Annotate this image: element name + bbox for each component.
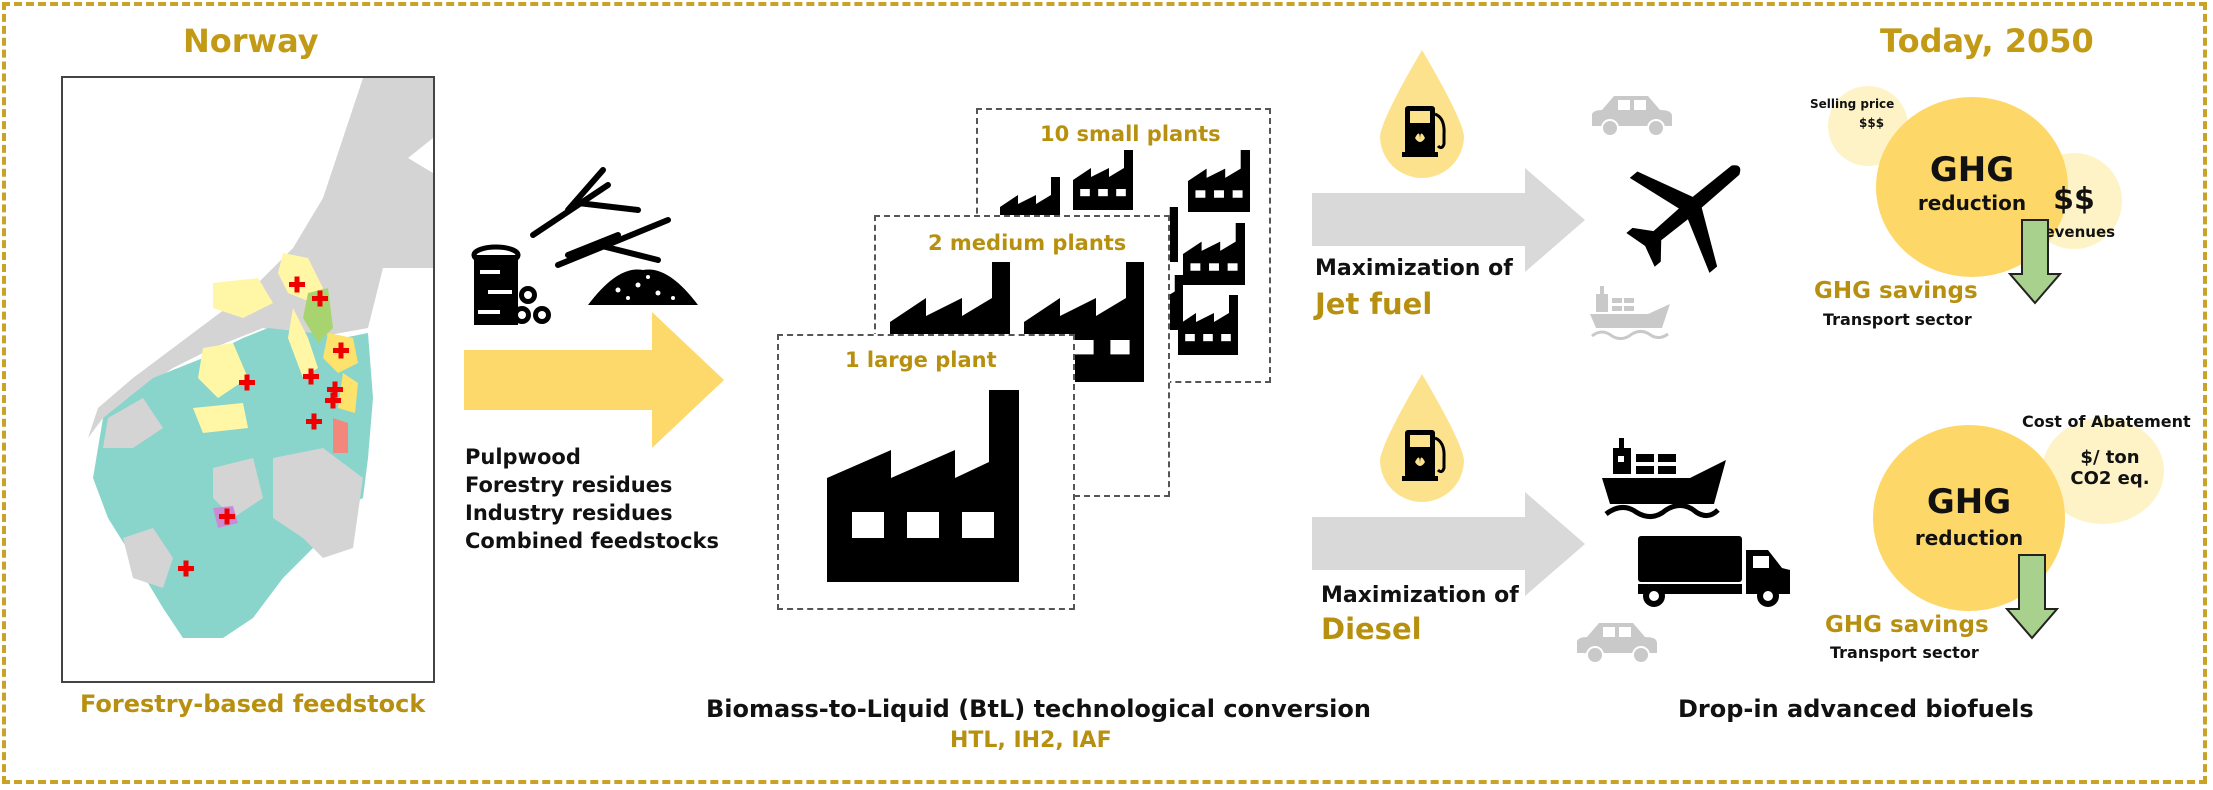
map-gray-patch [213,458,263,518]
map-yellow-region [278,253,323,303]
location-marker-icon [239,374,255,391]
location-marker-icon [325,392,341,409]
location-marker-icon [289,276,305,293]
branches-icon [530,167,671,268]
fuel-pump-icon [1402,430,1446,481]
feedstock-type: Pulpwood [465,445,581,469]
location-marker-icon [303,368,319,385]
map-gray-patch [103,398,163,448]
scenario-label: 1 large plant [845,348,997,372]
map-yellow-region [193,403,248,433]
factory-icon [1073,150,1133,210]
horizon-title: Today, 2050 [1880,22,2094,60]
feedstock-list: Pulpwood Forestry residues Industry resi… [465,443,719,555]
feedstock-arrow [464,312,724,448]
car-icon [1577,623,1657,664]
diesel-max-prefix: Maximization of [1321,583,1519,608]
location-marker-icon [312,290,328,307]
ghg-subtitle-jet: reduction [1917,191,2027,215]
cost-abatement-unit-1: $/ ton [2080,447,2140,468]
norway-map [61,76,435,683]
scenario-large-plant: 1 large plant [777,334,1075,610]
selling-price-value: $$$ [1859,116,1885,130]
truck-icon [1638,536,1790,607]
factory-icon [1178,295,1238,355]
ship-icon [1602,438,1726,519]
ghg-title-jet: GHG [1929,150,2015,190]
map-gray-patch [123,528,173,588]
factory-icon [1188,150,1250,212]
norway-map-graphic [88,78,433,638]
transport-sector-jet: Transport sector [1823,310,1972,329]
location-marker-icon [219,508,235,525]
scenario-label: 2 medium plants [928,231,1127,255]
jet-max-prefix: Maximization of [1315,256,1513,281]
biofuel-drop-icon [1380,374,1464,502]
ghg-subtitle-diesel: reduction [1914,526,2024,550]
transport-sector-diesel: Transport sector [1830,643,1979,662]
location-marker-icon [327,381,343,398]
wood-chips-pile-icon [588,269,698,305]
ghg-savings-diesel: GHG savings [1825,612,1989,638]
cost-abatement-title: Cost of Abatement [2022,412,2191,431]
feedstock-type: Industry residues [465,501,673,525]
cost-abatement-unit-2: CO2 eq. [2070,468,2150,489]
airplane-icon [1626,165,1741,273]
feedstock-type: Forestry residues [465,473,673,497]
location-marker-icon [178,560,194,577]
feedstock-icons [471,167,698,325]
jet-pathway-arrow [1312,168,1585,272]
car-icon [1592,96,1672,137]
down-arrow-icon [2005,554,2059,640]
factory-icon [1183,223,1245,285]
ghg-title-diesel: GHG [1926,482,2012,522]
logs-icon [471,244,551,325]
revenues-value: $$ [2053,182,2095,217]
conversion-caption: Biomass-to-Liquid (BtL) technological co… [706,695,1371,723]
fuel-pump-icon [1402,106,1446,157]
location-marker-icon [333,342,349,359]
down-arrow-icon [2008,219,2062,305]
diesel-pathway-arrow [1312,492,1585,596]
revenues-label: Revenues [2032,223,2116,241]
map-gray-patch [273,448,363,558]
region-title: Norway [183,22,319,60]
map-yellow-region [288,308,318,378]
map-orange-region [338,373,358,413]
map-salmon-region [333,418,348,453]
jet-fuel-label: Jet fuel [1315,287,1433,321]
ghg-savings-jet: GHG savings [1814,278,1978,304]
ship-icon [1590,286,1670,341]
scenario-label: 10 small plants [1040,122,1221,146]
map-yellow-region [213,278,273,318]
map-land-north [88,78,433,438]
plant-location-markers [178,276,349,577]
feedstock-type: Combined feedstocks [465,529,720,553]
map-caption: Forestry-based feedstock [80,690,426,718]
map-yellow-region [198,343,248,398]
technologies-label: HTL, IH2, IAF [950,728,1112,753]
selling-price-label: Selling price [1810,97,1895,111]
map-green-region [303,288,333,343]
biofuel-drop-icon [1380,50,1464,178]
diesel-fuel-label: Diesel [1321,612,1422,646]
outcomes-caption: Drop-in advanced biofuels [1678,695,2034,723]
factory-icon [827,390,1019,582]
location-marker-icon [306,413,322,430]
